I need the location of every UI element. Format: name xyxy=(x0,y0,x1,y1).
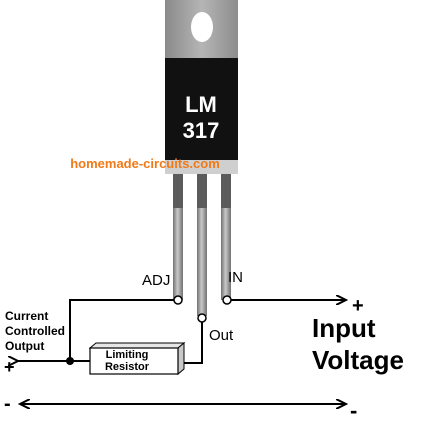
resistor-label-line2: Resistor xyxy=(105,361,150,373)
input-negative-sign: - xyxy=(350,398,357,423)
watermark: homemade-circuits.com xyxy=(70,156,220,171)
mounting-hole xyxy=(191,12,213,42)
pin-label-adj: ADJ xyxy=(142,272,170,289)
leads xyxy=(173,174,231,316)
output-negative-sign: - xyxy=(4,393,11,415)
wire-out xyxy=(184,318,203,364)
resistor-label-line1: Limiting xyxy=(106,349,149,361)
regulator-body xyxy=(165,58,238,160)
lead-adj xyxy=(173,174,183,300)
wire-adj xyxy=(69,299,178,361)
output-label-line3: Output xyxy=(5,339,44,353)
junction-node xyxy=(66,357,74,365)
wiring xyxy=(18,300,346,404)
lead-out xyxy=(197,174,207,316)
terminal-out xyxy=(197,313,207,323)
output-label-line1: Current xyxy=(5,309,48,323)
body-base xyxy=(165,160,238,174)
input-positive-sign: + xyxy=(352,295,364,317)
part-number-line1: LM xyxy=(185,92,217,117)
output-positive-sign: + xyxy=(4,357,15,377)
input-label-line1: Input xyxy=(312,313,376,343)
part-number-line2: 317 xyxy=(183,118,220,143)
terminal-in xyxy=(222,295,232,305)
heatsink-tab xyxy=(165,0,238,60)
pin-label-out: Out xyxy=(209,327,234,344)
pin-label-in: IN xyxy=(228,269,243,286)
input-label-line2: Voltage xyxy=(312,345,404,375)
output-label-line2: Controlled xyxy=(5,324,65,338)
limiting-resistor: Limiting Resistor xyxy=(88,341,186,376)
terminal-adj xyxy=(173,295,183,305)
lead-in xyxy=(221,174,231,300)
